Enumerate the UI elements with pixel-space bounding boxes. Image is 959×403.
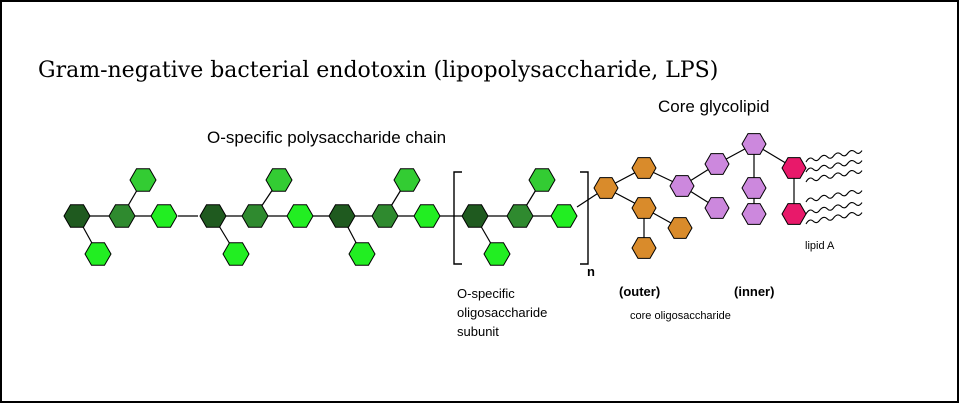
- violet-core-sugar-hex: [741, 203, 767, 225]
- light-green-sugar-hex: [129, 168, 157, 192]
- subunit-label-line2: oligosaccharide: [457, 305, 547, 320]
- orange-core-sugar-hex: [631, 237, 657, 259]
- bright-green-sugar-hex: [550, 204, 578, 228]
- inner-core-label: (inner): [734, 284, 774, 299]
- repeat-brackets: [453, 171, 589, 265]
- core-glycolipid-label: Core glycolipid: [658, 97, 770, 116]
- acyl-chain: [805, 190, 863, 203]
- bright-green-sugar-hex: [150, 204, 178, 228]
- orange-core-sugar-hex: [667, 217, 693, 239]
- bright-green-sugar-hex: [84, 242, 112, 266]
- diagram-title: Gram-negative bacterial endotoxin (lipop…: [38, 58, 718, 83]
- acyl-chain: [805, 212, 863, 225]
- light-green-sugar-hex: [393, 168, 421, 192]
- sugar-residues: [63, 133, 807, 266]
- dark-green-sugar-hex: [328, 204, 356, 228]
- subunit-label-line3: subunit: [457, 324, 499, 339]
- bright-green-sugar-hex: [286, 204, 314, 228]
- acyl-chain: [805, 160, 863, 173]
- light-green-sugar-hex: [265, 168, 293, 192]
- orange-core-sugar-hex: [631, 157, 657, 179]
- repeat-bracket-left: [453, 171, 462, 265]
- bright-green-sugar-hex: [222, 242, 250, 266]
- lipid-a-acyl-chains: [805, 150, 863, 225]
- lipid-a-label: lipid A: [805, 240, 835, 252]
- violet-core-sugar-hex: [704, 197, 730, 219]
- orange-core-sugar-hex: [631, 197, 657, 219]
- acyl-chain: [805, 202, 863, 215]
- orange-core-sugar-hex: [593, 177, 619, 199]
- dark-green-sugar-hex: [63, 204, 91, 228]
- dark-green-sugar-hex: [199, 204, 227, 228]
- violet-core-sugar-hex: [741, 177, 767, 199]
- bright-green-sugar-hex: [483, 242, 511, 266]
- medium-green-sugar-hex: [108, 204, 136, 228]
- core-oligosaccharide-label: core oligosaccharide: [630, 310, 731, 322]
- bright-green-sugar-hex: [348, 242, 376, 266]
- violet-core-sugar-hex: [669, 175, 695, 197]
- repeat-bracket-right: [580, 171, 589, 265]
- light-green-sugar-hex: [528, 168, 556, 192]
- bright-green-sugar-hex: [413, 204, 441, 228]
- medium-green-sugar-hex: [241, 204, 269, 228]
- outer-core-label: (outer): [619, 284, 660, 299]
- subunit-label-line1: O-specific: [457, 286, 515, 301]
- magenta-lipid-a-sugar-hex: [781, 157, 807, 179]
- violet-core-sugar-hex: [741, 133, 767, 155]
- medium-green-sugar-hex: [506, 204, 534, 228]
- repeat-n-label: n: [587, 264, 595, 279]
- magenta-lipid-a-sugar-hex: [781, 203, 807, 225]
- violet-core-sugar-hex: [704, 153, 730, 175]
- o-chain-label: O-specific polysaccharide chain: [207, 128, 446, 147]
- acyl-chain: [805, 170, 863, 183]
- acyl-chain: [805, 150, 863, 163]
- medium-green-sugar-hex: [371, 204, 399, 228]
- dark-green-sugar-hex: [461, 204, 489, 228]
